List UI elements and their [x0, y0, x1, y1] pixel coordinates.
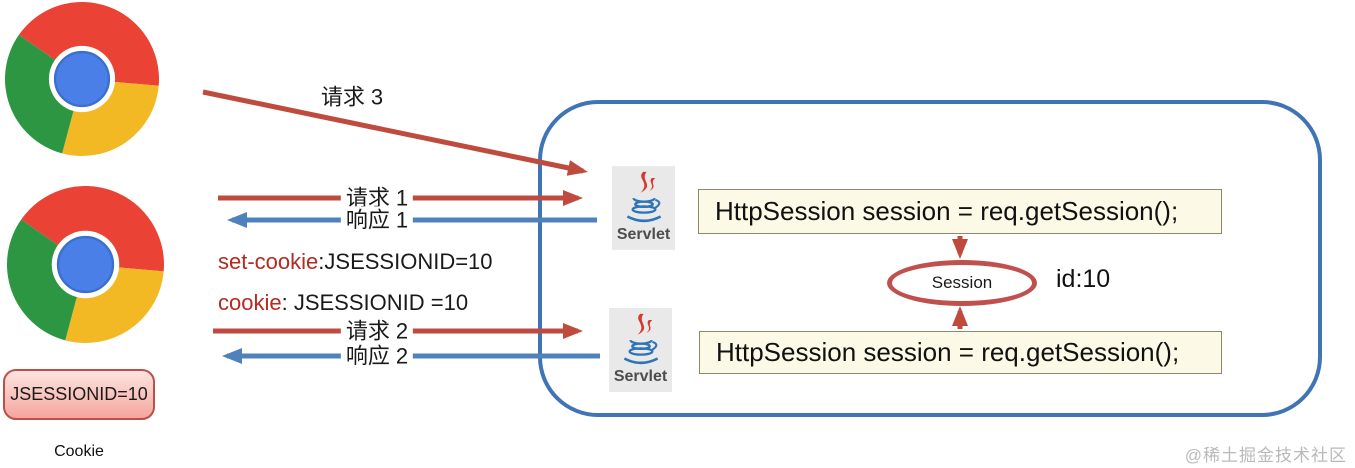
cookie-key: cookie — [218, 290, 282, 315]
response1-label: 响应 1 — [340, 206, 414, 234]
servlet-component: Servlet — [609, 308, 672, 392]
set-cookie-key: set-cookie — [218, 249, 319, 274]
set-cookie-header: set-cookie:JSESSIONID=10 — [218, 249, 493, 275]
request3-arrow — [202, 89, 588, 176]
servlet-label: Servlet — [616, 226, 671, 243]
java-cup-icon — [623, 313, 658, 365]
request3-label: 请求 3 — [320, 84, 384, 110]
cookie-value: : JSESSIONID =10 — [281, 290, 469, 315]
java-cup-icon — [626, 171, 661, 223]
cookie-caption: Cookie — [54, 443, 104, 460]
watermark: @稀土掘金技术社区 — [1184, 446, 1347, 465]
servlet-label: Servlet — [613, 368, 668, 385]
set-cookie-value: :JSESSIONID=10 — [318, 249, 493, 274]
cookie-header: cookie: JSESSIONID =10 — [218, 290, 468, 316]
servlet-component: Servlet — [612, 166, 675, 250]
session-id-label: id:10 — [1056, 265, 1111, 293]
response2-label: 响应 2 — [340, 342, 414, 370]
code-box-getsession-2: HttpSession session = req.getSession(); — [699, 331, 1222, 374]
chrome-browser-icon — [5, 2, 159, 156]
jsessionid-cookie-box: JSESSIONID=10 — [3, 369, 155, 420]
request2-label: 请求 2 — [340, 317, 414, 345]
code-box-getsession-1: HttpSession session = req.getSession(); — [698, 189, 1222, 234]
session-object: Session — [887, 260, 1037, 306]
chrome-browser-icon — [7, 186, 164, 343]
